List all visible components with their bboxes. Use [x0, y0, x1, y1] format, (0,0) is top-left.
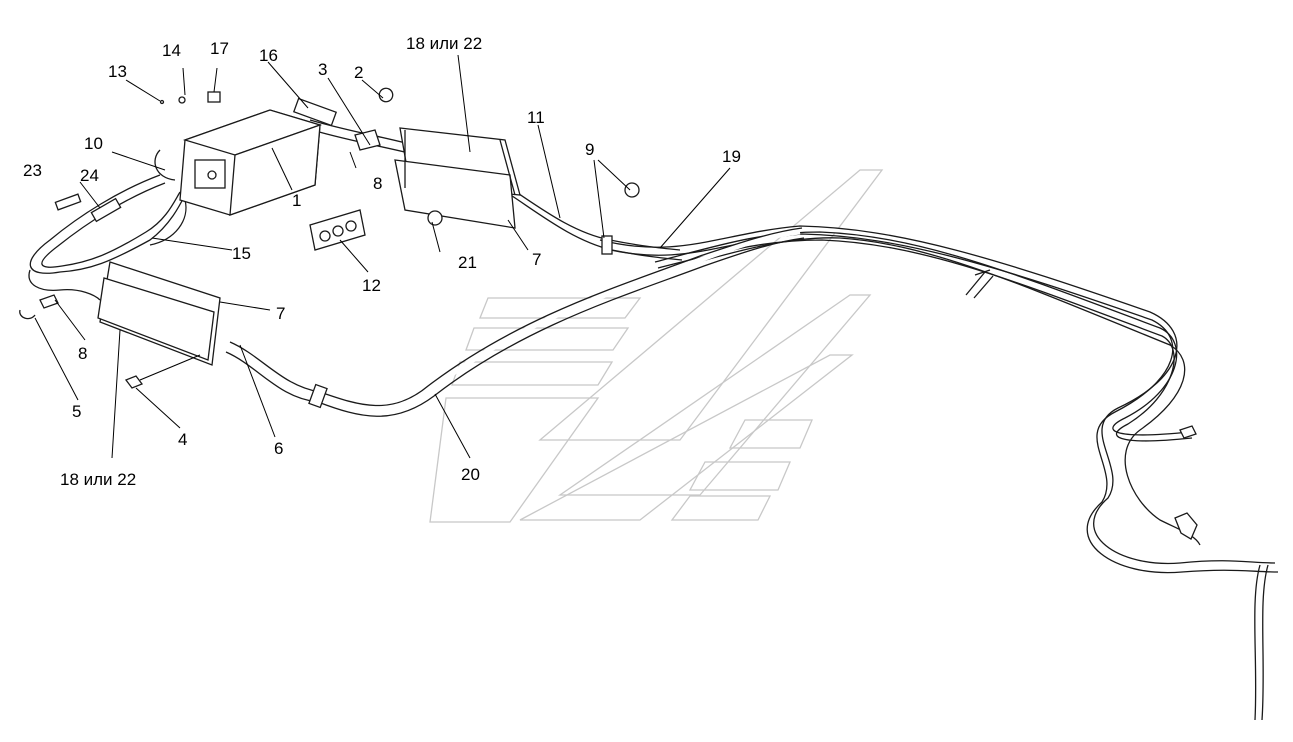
callout-6: 6: [274, 439, 283, 458]
heater-unit: [154, 97, 338, 216]
callout-21: 21: [458, 253, 477, 272]
callout-23: 23: [23, 161, 42, 180]
callout-8b: 8: [78, 344, 87, 363]
callout-24: 24: [80, 166, 99, 185]
callout-18b: 18 или 22: [60, 470, 136, 489]
callout-10: 10: [84, 134, 103, 153]
callout-12: 12: [362, 276, 381, 295]
callout-19: 19: [722, 147, 741, 166]
watermark-logo: [429, 169, 884, 523]
small-parts: [19, 87, 640, 389]
callout-18a: 18 или 22: [406, 34, 482, 53]
callout-7a: 7: [532, 250, 541, 269]
callout-4: 4: [178, 430, 187, 449]
callout-8a: 8: [373, 174, 382, 193]
callout-14: 14: [162, 41, 181, 60]
callout-5: 5: [72, 402, 81, 421]
callout-11: 11: [527, 108, 545, 127]
callout-3: 3: [318, 60, 327, 79]
hose-bundle-right: [599, 225, 1279, 721]
air-duct-upper: [394, 127, 521, 229]
control-panel: [309, 209, 366, 251]
air-duct-lower: [97, 261, 221, 366]
callout-7b: 7: [276, 304, 285, 323]
callout-20: 20: [461, 465, 480, 484]
callout-1: 1: [292, 191, 301, 210]
callout-13: 13: [108, 62, 127, 81]
hose-loop-lower: [225, 227, 805, 417]
leader-lines: [34, 54, 731, 459]
callout-2: 2: [354, 63, 363, 82]
callout-15: 15: [232, 244, 251, 263]
callout-labels: 1 2 3 4 5 6 7 7 8 8 9 10 11 12 13 14 15 …: [23, 34, 741, 489]
hose-left-24-15: [28, 174, 187, 301]
callout-16: 16: [259, 46, 278, 65]
callout-9: 9: [585, 140, 594, 159]
callout-17: 17: [210, 39, 229, 58]
